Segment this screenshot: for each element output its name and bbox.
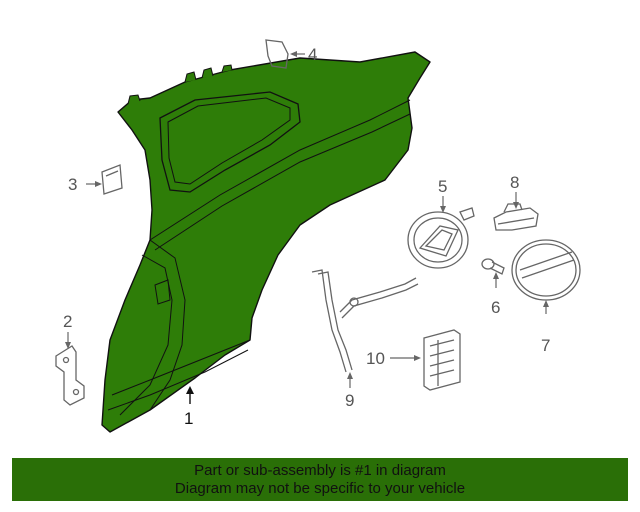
callout-4-label: 4 [308, 45, 317, 64]
callout-5-label: 5 [438, 177, 447, 196]
fuel-housing-part[interactable] [407, 207, 475, 269]
hose-part[interactable] [311, 269, 419, 373]
diagram-notice-banner: Part or sub-assembly is #1 in diagram Di… [12, 458, 628, 501]
main-callout-leader [186, 386, 194, 404]
callout-10-label: 10 [366, 349, 385, 368]
patch-part[interactable] [101, 164, 123, 195]
seal-part[interactable] [265, 39, 289, 69]
banner-line-1: Part or sub-assembly is #1 in diagram [194, 462, 446, 479]
callout-3-label: 3 [68, 175, 77, 194]
callout-8-label: 8 [510, 173, 519, 192]
quarter-panel-part[interactable] [101, 51, 431, 433]
callout-7-label: 7 [541, 336, 550, 355]
callout-2-label: 2 [63, 312, 72, 331]
callout-6-label: 6 [491, 298, 500, 317]
banner-line-2: Diagram may not be specific to your vehi… [174, 480, 466, 497]
vent-part[interactable] [423, 329, 461, 391]
bracket-part[interactable] [55, 345, 85, 406]
callout-9-label: 9 [345, 391, 354, 410]
callout-1-label: 1 [184, 409, 193, 428]
screw-part[interactable] [481, 258, 505, 275]
fuel-door-part[interactable] [511, 239, 581, 301]
callout-arrowheads [65, 51, 549, 379]
